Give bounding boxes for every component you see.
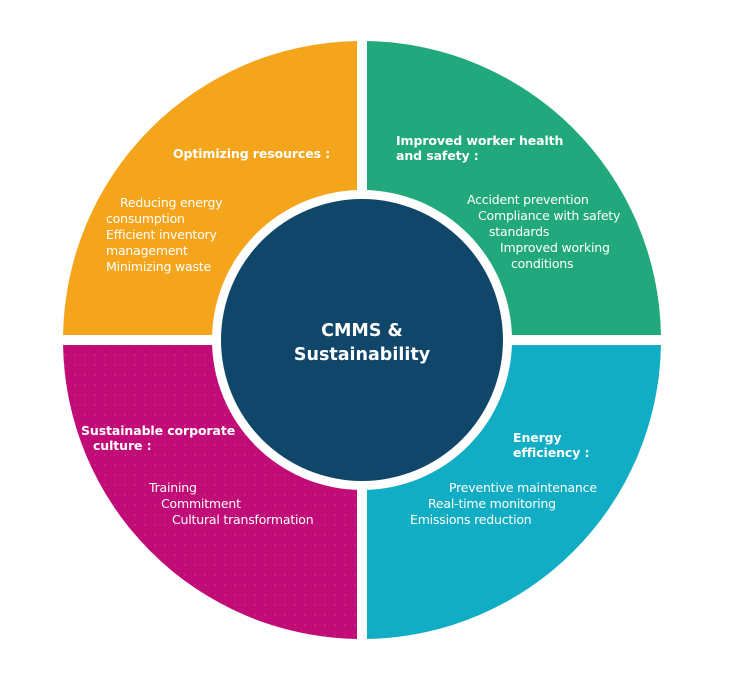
energy-efficiency-heading: Energy efficiency : bbox=[513, 430, 590, 460]
list-item: Commitment bbox=[161, 496, 241, 511]
list-item: Preventive maintenance bbox=[449, 480, 597, 495]
list-item: Training bbox=[149, 480, 197, 495]
list-item: Efficient inventory bbox=[106, 227, 217, 242]
center-circle bbox=[221, 199, 503, 481]
energy-efficiency-list: Preventive maintenance Real-time monitor… bbox=[410, 480, 597, 528]
optimizing-resources-list: Reducing energy consumption Efficient in… bbox=[106, 195, 223, 275]
worker-health-safety-list: Accident prevention Compliance with safe… bbox=[467, 192, 620, 272]
center-title-line-1: CMMS & bbox=[321, 321, 403, 341]
heading-line: Sustainable corporate bbox=[81, 423, 236, 438]
center-title: CMMS & Sustainability bbox=[262, 319, 462, 367]
center-title-line-2: Sustainability bbox=[293, 345, 431, 365]
optimizing-resources-heading: Optimizing resources : bbox=[173, 146, 330, 161]
list-item: Cultural transformation bbox=[172, 512, 314, 527]
worker-health-safety-heading: Improved worker health and safety : bbox=[396, 133, 563, 163]
corporate-culture-heading: Sustainable corporate culture : bbox=[81, 423, 235, 453]
list-item: Real-time monitoring bbox=[428, 496, 556, 511]
corporate-culture-list: Training Commitment Cultural transformat… bbox=[149, 480, 314, 528]
list-item: conditions bbox=[511, 256, 574, 271]
heading-line: and safety : bbox=[396, 148, 479, 163]
list-item: Emissions reduction bbox=[410, 512, 532, 527]
heading-line: Energy bbox=[513, 430, 562, 445]
list-item: Reducing energy bbox=[120, 195, 223, 210]
list-item: Minimizing waste bbox=[106, 259, 211, 274]
heading-line: Optimizing resources : bbox=[173, 146, 331, 161]
list-item: Accident prevention bbox=[467, 192, 589, 207]
list-item: Compliance with safety bbox=[478, 208, 621, 223]
list-item: consumption bbox=[106, 211, 185, 226]
list-item: standards bbox=[489, 224, 550, 239]
list-item: Improved working bbox=[500, 240, 610, 255]
heading-line: Improved worker health bbox=[396, 133, 564, 148]
heading-line: culture : bbox=[93, 438, 152, 453]
heading-line: efficiency : bbox=[513, 445, 590, 460]
list-item: management bbox=[106, 243, 188, 258]
